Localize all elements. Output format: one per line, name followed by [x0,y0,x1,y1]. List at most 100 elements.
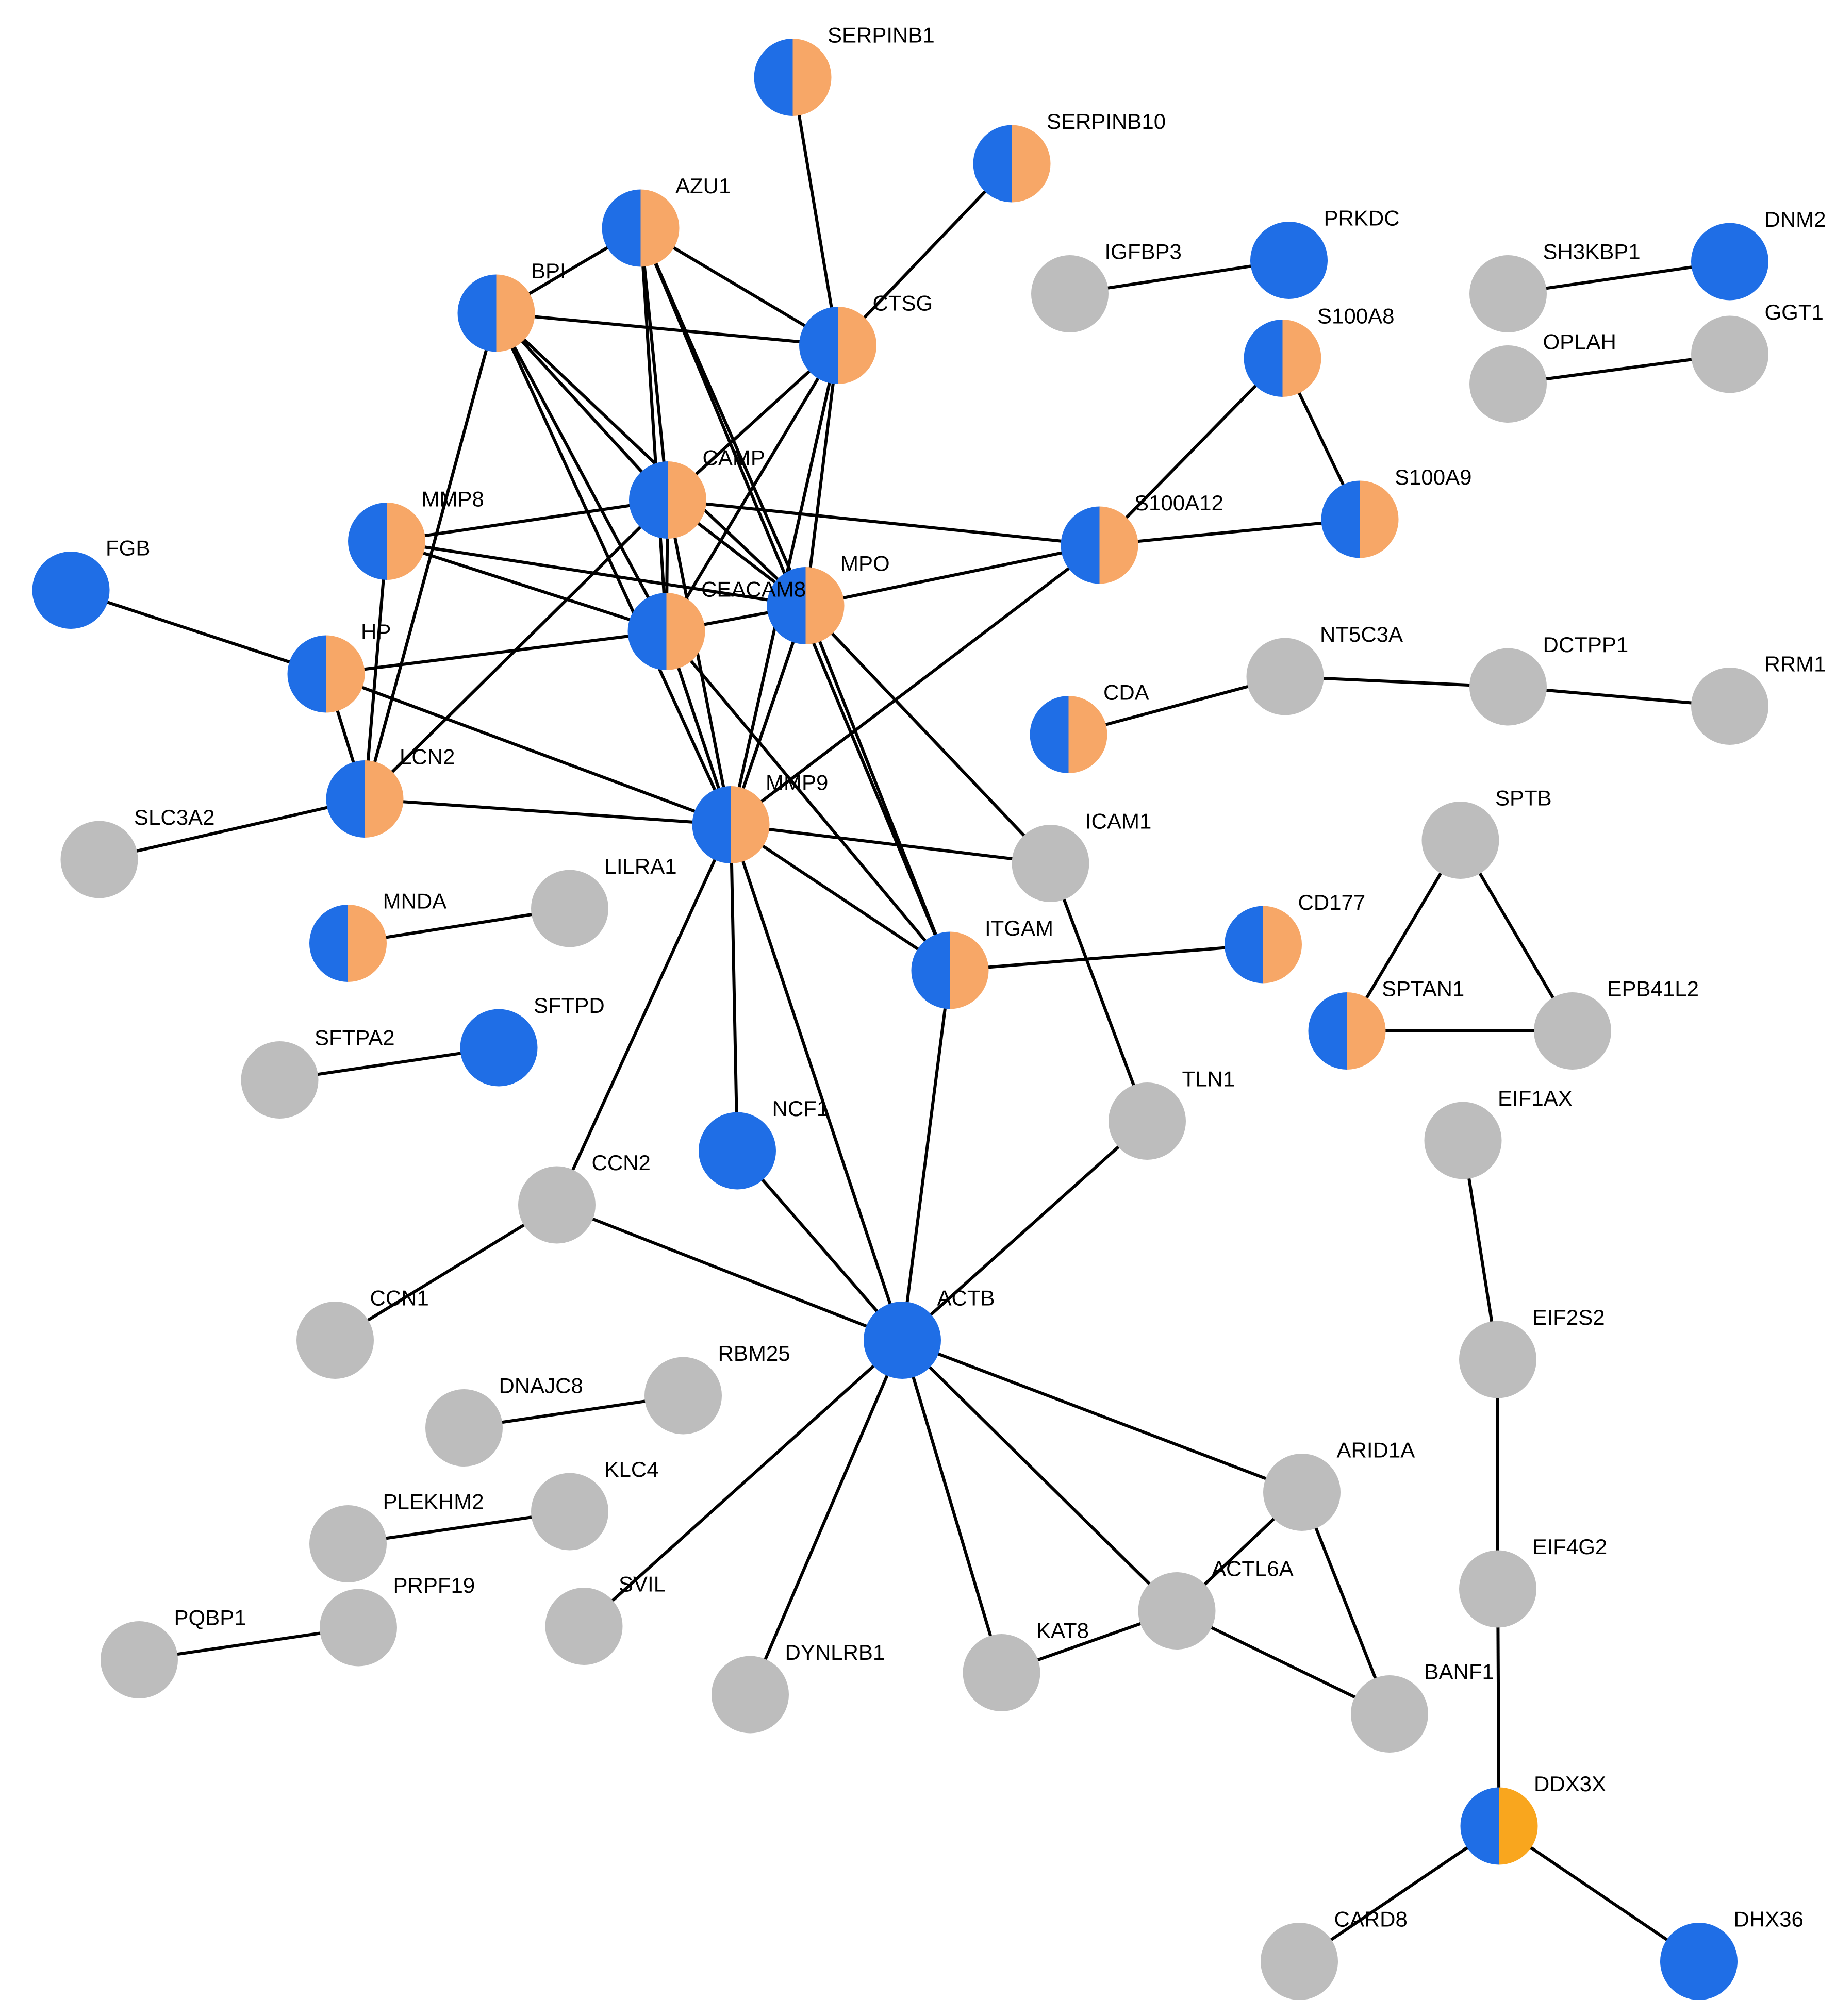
node-label: SERPINB10 [1047,109,1166,134]
node-ddx3x[interactable]: DDX3X [1460,1772,1607,1865]
node-label: CEACAM8 [701,577,806,602]
node-label: PLEKHM2 [383,1490,484,1514]
node-svil[interactable]: SVIL [545,1572,666,1665]
node-sptb[interactable]: SPTB [1421,786,1552,879]
node-label: DNM2 [1765,207,1826,231]
node-label: CCN2 [592,1151,651,1175]
node-card8[interactable]: CARD8 [1261,1907,1408,2001]
node-slc3a2[interactable]: SLC3A2 [60,805,215,898]
node-icam1[interactable]: ICAM1 [1012,809,1152,903]
node-fgb[interactable]: FGB [32,536,151,629]
node-mmp9[interactable]: MMP9 [692,771,829,864]
node-eif4g2[interactable]: EIF4G2 [1459,1535,1607,1628]
node-circle [1691,668,1768,745]
edge-mmp9-s100a12 [730,544,1101,826]
edge-eif4g2-ddx3x [1496,1589,1501,1826]
node-circle [1691,223,1768,301]
node-rbm25[interactable]: RBM25 [644,1341,790,1435]
node-s100a12[interactable]: S100A12 [1061,491,1223,584]
node-s100a9[interactable]: S100A9 [1321,465,1472,558]
node-bpi[interactable]: BPI [457,259,566,352]
node-arid1a[interactable]: ARID1A [1263,1438,1415,1531]
node-prkdc[interactable]: PRKDC [1250,206,1400,299]
node-dhx36[interactable]: DHX36 [1660,1907,1804,2001]
node-epb41l2[interactable]: EPB41L2 [1534,977,1699,1070]
node-sftpa2[interactable]: SFTPA2 [241,1026,395,1119]
node-serpinb1[interactable]: SERPINB1 [754,23,935,116]
edge-ctsg-mpo [804,345,839,606]
node-dynlrb1[interactable]: DYNLRB1 [712,1640,885,1734]
node-cd177[interactable]: CD177 [1225,890,1365,984]
edge-itgam-actb [901,970,952,1341]
node-oplah[interactable]: OPLAH [1469,330,1616,423]
node-actl6a[interactable]: ACTL6A [1138,1557,1294,1650]
edge-ncf1-actb [736,1149,904,1341]
node-klc4[interactable]: KLC4 [531,1457,659,1551]
node-ggt1[interactable]: GGT1 [1691,300,1824,393]
node-mpo[interactable]: MPO [767,552,890,645]
node-rrm1[interactable]: RRM1 [1691,652,1826,745]
node-sptan1[interactable]: SPTAN1 [1308,977,1465,1070]
node-igfbp3[interactable]: IGFBP3 [1031,240,1182,333]
node-ncf1[interactable]: NCF1 [699,1096,829,1190]
node-label: KLC4 [605,1457,659,1481]
edge-itgam-cd177 [950,943,1264,972]
node-ctsg[interactable]: CTSG [799,291,933,385]
node-pqbp1[interactable]: PQBP1 [101,1606,246,1699]
node-plekhm2[interactable]: PLEKHM2 [309,1490,484,1583]
node-mmp8[interactable]: MMP8 [348,487,484,580]
node-mnda[interactable]: MNDA [309,889,446,982]
node-ceacam8[interactable]: CEACAM8 [627,577,806,671]
edge-ccn2-actb [556,1203,903,1342]
edge-icam1-tln1 [1049,862,1149,1122]
node-dctpp1[interactable]: DCTPP1 [1469,632,1628,726]
node-right-half [365,760,404,838]
node-sftpd[interactable]: SFTPD [460,993,605,1087]
node-circle [1424,1102,1502,1179]
node-azu1[interactable]: AZU1 [602,174,731,267]
node-circle [531,870,608,947]
node-s100a8[interactable]: S100A8 [1244,304,1395,397]
node-dnajc8[interactable]: DNAJC8 [425,1374,583,1467]
node-nt5c3a[interactable]: NT5C3A [1246,622,1403,715]
node-actb[interactable]: ACTB [864,1286,995,1379]
node-label: CDA [1103,680,1149,705]
node-eif2s2[interactable]: EIF2S2 [1459,1305,1605,1398]
node-label: AZU1 [675,174,731,198]
node-ccn2[interactable]: CCN2 [518,1151,651,1244]
node-label: RRM1 [1765,652,1826,676]
node-label: ARID1A [1337,1438,1415,1462]
node-sh3kbp1[interactable]: SH3KBP1 [1469,240,1641,333]
node-circle [101,1621,178,1698]
edge-mmp8-lcn2 [363,541,388,799]
node-lilra1[interactable]: LILRA1 [531,854,677,947]
node-label: DYNLRB1 [785,1640,885,1664]
node-lcn2[interactable]: LCN2 [326,745,455,838]
edge-azu1-ceacam8 [639,228,668,632]
node-left-half [602,189,641,267]
node-hp[interactable]: HP [287,620,391,713]
edge-azu1-camp [639,228,669,501]
edge-lcn2-mmp9 [365,797,731,826]
node-serpinb10[interactable]: SERPINB10 [973,109,1166,203]
node-camp[interactable]: CAMP [629,446,765,539]
node-circle [320,1589,397,1667]
node-right-half [950,931,989,1009]
node-ccn1[interactable]: CCN1 [296,1286,429,1379]
node-label: DHX36 [1734,1907,1804,1931]
node-label: OPLAH [1543,330,1616,354]
node-right-half [640,189,680,267]
node-tln1[interactable]: TLN1 [1109,1067,1235,1160]
node-cda[interactable]: CDA [1030,680,1149,774]
node-prpf19[interactable]: PRPF19 [320,1573,475,1667]
node-left-half [326,760,365,838]
node-kat8[interactable]: KAT8 [963,1619,1089,1712]
edge-hp-mmp9 [325,672,732,826]
node-eif1ax[interactable]: EIF1AX [1424,1086,1573,1179]
node-right-half [668,461,706,539]
node-circle [1012,825,1089,902]
node-dnm2[interactable]: DNM2 [1691,207,1826,301]
node-banf1[interactable]: BANF1 [1351,1660,1494,1753]
node-itgam[interactable]: ITGAM [911,916,1053,1009]
node-label: DNAJC8 [499,1374,583,1398]
